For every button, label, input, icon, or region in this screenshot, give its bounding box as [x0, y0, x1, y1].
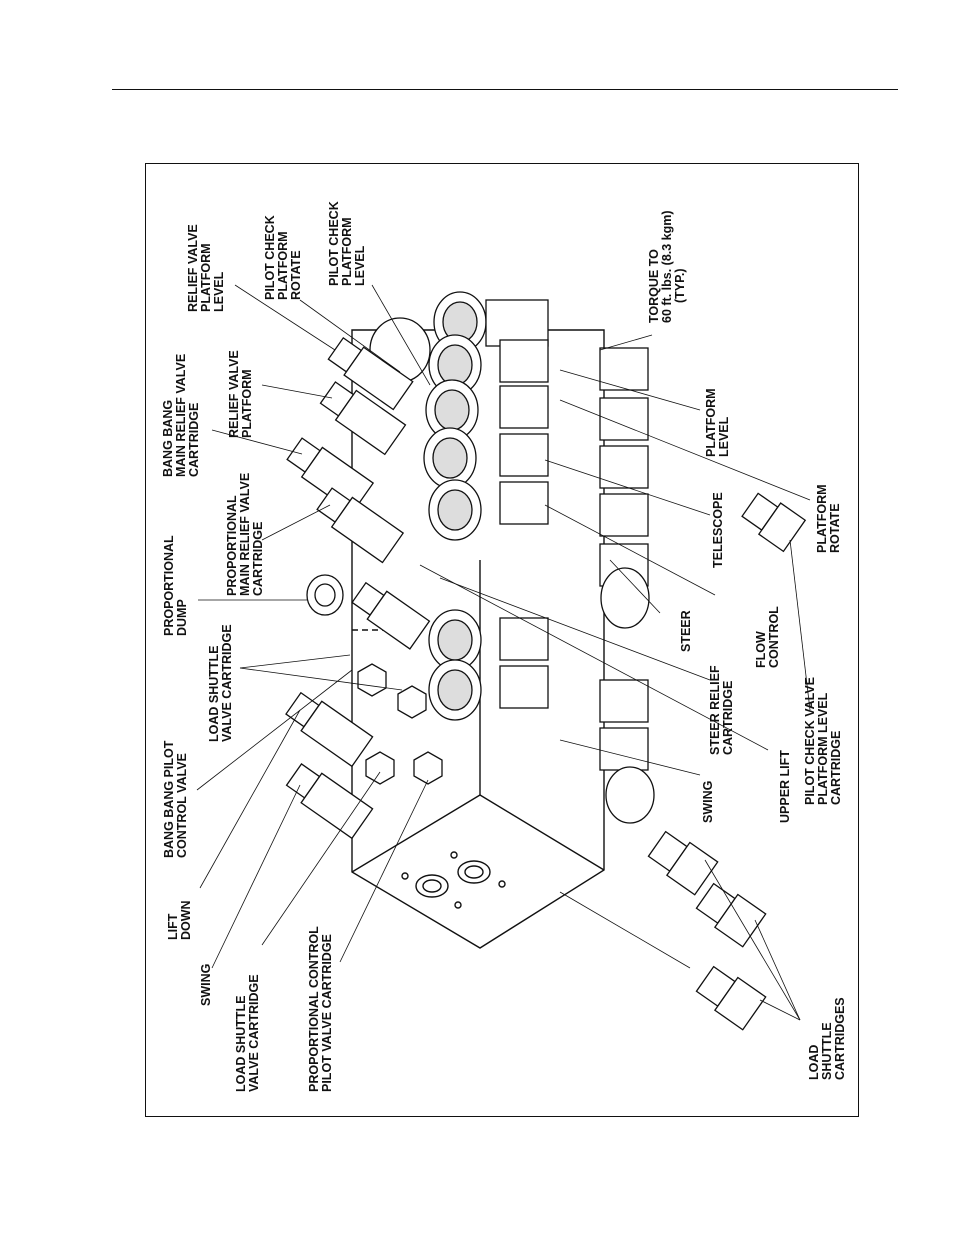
label-upper-lift: UPPER LIFT — [778, 750, 792, 823]
label-load-shuttle-cartridges: LOAD SHUTTLE CARTRIDGES — [807, 997, 847, 1080]
label-line: DUMP — [175, 599, 189, 636]
label-line: PLATFORM — [199, 243, 213, 312]
label-line: CONTROL VALVE — [175, 753, 189, 858]
label-line: STEER RELIEF — [708, 665, 722, 755]
label-line: PLATFORM — [276, 231, 290, 300]
label-line: CARTRIDGE — [721, 681, 735, 755]
label-pilot-check-platform-rotate: PILOT CHECK PLATFORM ROTATE — [263, 215, 303, 300]
label-line: PILOT CHECK — [263, 215, 277, 300]
label-torque: TORQUE TO 60 ft. lbs. (8.3 kgm) (TYP.) — [647, 210, 687, 323]
label-line: RELIEF VALVE — [227, 350, 241, 438]
label-swing-left: SWING — [199, 964, 213, 1006]
label-proportional-dump: PROPORTIONAL DUMP — [162, 535, 189, 636]
label-line: STEER — [679, 610, 693, 652]
label-bang-bang-main-relief: BANG BANG MAIN RELIEF VALVE CARTRIDGE — [161, 354, 201, 477]
label-line: (TYP.) — [673, 269, 687, 304]
label-steer-relief: STEER RELIEF CARTRIDGE — [708, 665, 735, 755]
label-line: DOWN — [179, 900, 193, 940]
label-line: VALVE CARTRIDGE — [220, 624, 234, 742]
leader-lines — [196, 284, 811, 1021]
label-proportional-main-relief: PROPORTIONAL MAIN RELIEF VALVE CARTRIDGE — [225, 473, 265, 596]
label-line: VALVE CARTRIDGE — [247, 974, 261, 1092]
label-line: CARTRIDGE — [829, 731, 843, 805]
label-line: LEVEL — [353, 245, 367, 286]
label-flow-control: FLOW CONTROL — [754, 606, 781, 668]
label-line: SWING — [701, 781, 715, 823]
header-rule — [112, 89, 898, 90]
label-telescope: TELESCOPE — [711, 492, 725, 568]
label-line: PROPORTIONAL CONTROL — [307, 926, 321, 1092]
label-line: 60 ft. lbs. (8.3 kgm) — [660, 210, 674, 323]
label-steer: STEER — [679, 610, 693, 652]
label-line: SHUTTLE — [820, 1022, 834, 1080]
label-proportional-control-pilot: PROPORTIONAL CONTROL PILOT VALVE CARTRID… — [307, 926, 334, 1092]
label-line: PLATFORM — [240, 369, 254, 438]
label-line: LOAD SHUTTLE — [234, 995, 248, 1092]
label-line: PILOT CHECK — [327, 201, 341, 286]
label-bang-bang-pilot-control: BANG BANG PILOT CONTROL VALVE — [162, 740, 189, 858]
label-line: CARTRIDGE — [187, 403, 201, 477]
label-line: PROPORTIONAL — [225, 495, 239, 596]
label-line: ROTATE — [289, 250, 303, 300]
label-platform-level: PLATFORM LEVEL — [704, 388, 731, 457]
label-pilot-check-platform-level: PILOT CHECK PLATFORM LEVEL — [327, 201, 367, 286]
label-lift-down: LIFT DOWN — [166, 900, 193, 940]
solenoid-coils — [369, 291, 655, 824]
label-line: CONTROL — [767, 606, 781, 668]
label-line: PLATFORM LEVEL — [816, 692, 830, 805]
label-line: BANG BANG — [161, 400, 175, 477]
label-line: PILOT VALVE CARTRIDGE — [320, 934, 334, 1092]
label-load-shuttle-valve-upper: LOAD SHUTTLE VALVE CARTRIDGE — [207, 624, 234, 742]
label-line: BANG BANG PILOT — [162, 740, 176, 858]
label-line: PILOT CHECK VALVE — [803, 677, 817, 805]
label-pilot-check-valve-platform-level: PILOT CHECK VALVE PLATFORM LEVEL CARTRID… — [803, 677, 843, 805]
label-line: ROTATE — [828, 503, 842, 553]
label-line: LIFT — [166, 913, 180, 940]
label-line: CARTRIDGE — [251, 522, 265, 596]
label-line: PLATFORM — [815, 484, 829, 553]
label-line: FLOW — [754, 631, 768, 668]
label-swing-right: SWING — [701, 781, 715, 823]
label-line: RELIEF VALVE — [186, 224, 200, 312]
label-line: TORQUE TO — [647, 249, 661, 323]
label-platform-rotate: PLATFORM ROTATE — [815, 484, 842, 553]
label-line: LEVEL — [212, 271, 226, 312]
label-line: LOAD — [807, 1045, 821, 1080]
label-line: UPPER LIFT — [778, 750, 792, 823]
label-line: CARTRIDGES — [833, 997, 847, 1080]
label-line: PLATFORM — [704, 388, 718, 457]
figure-frame — [145, 163, 859, 1117]
label-line: SWING — [199, 964, 213, 1006]
cartridge-valves — [285, 336, 443, 840]
label-relief-valve-platform: RELIEF VALVE PLATFORM — [227, 350, 254, 438]
label-relief-valve-platform-level: RELIEF VALVE PLATFORM LEVEL — [186, 224, 226, 312]
label-line: LOAD SHUTTLE — [207, 645, 221, 742]
label-line: TELESCOPE — [711, 492, 725, 568]
label-line: MAIN RELIEF VALVE — [174, 354, 188, 477]
label-line: LEVEL — [717, 416, 731, 457]
label-line: PROPORTIONAL — [162, 535, 176, 636]
label-load-shuttle-valve-lower: LOAD SHUTTLE VALVE CARTRIDGE — [234, 974, 261, 1092]
loose-cartridges — [647, 492, 807, 1031]
label-line: PLATFORM — [340, 217, 354, 286]
label-line: MAIN RELIEF VALVE — [238, 473, 252, 596]
